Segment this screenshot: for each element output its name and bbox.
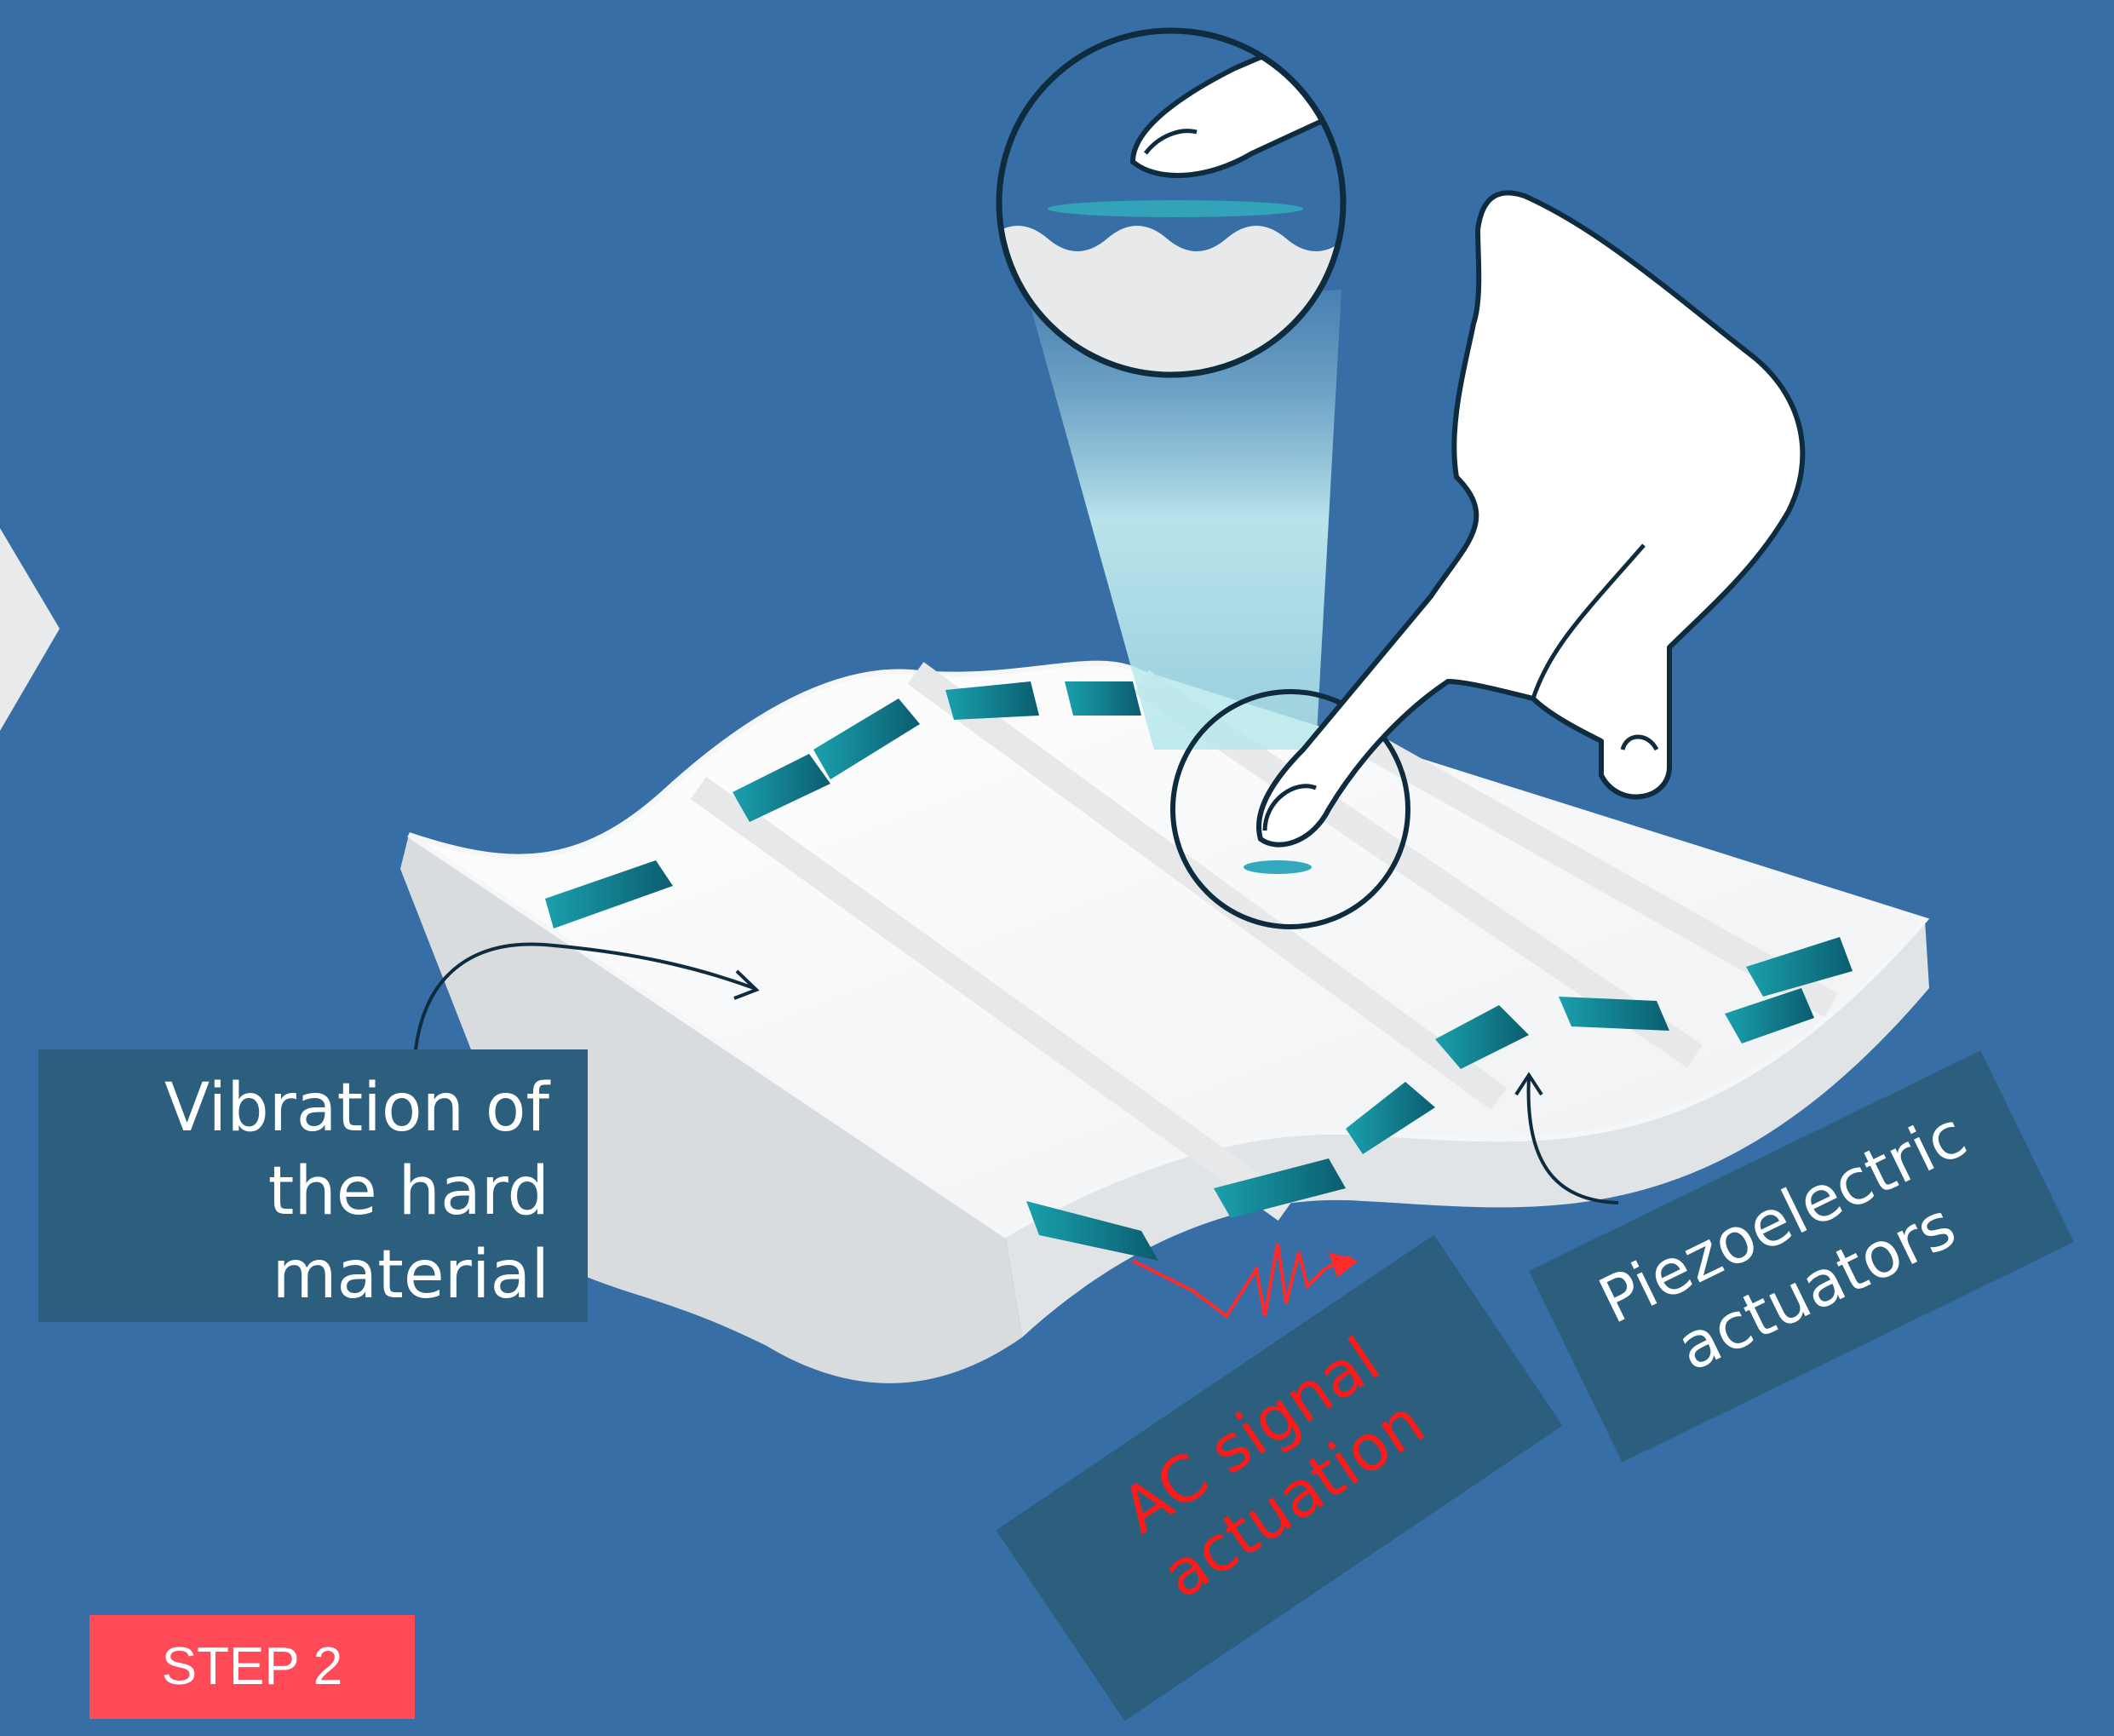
- left-arrow-shape: [0, 528, 60, 731]
- vibration-label-box: Vibration of the hard material: [38, 1049, 588, 1322]
- ac-signal-arrowhead: [1329, 1252, 1359, 1278]
- vibration-label: Vibration of the hard material: [164, 1066, 549, 1317]
- ac-signal-waveform: [1133, 1244, 1350, 1316]
- step-badge: STEP 2: [89, 1615, 415, 1719]
